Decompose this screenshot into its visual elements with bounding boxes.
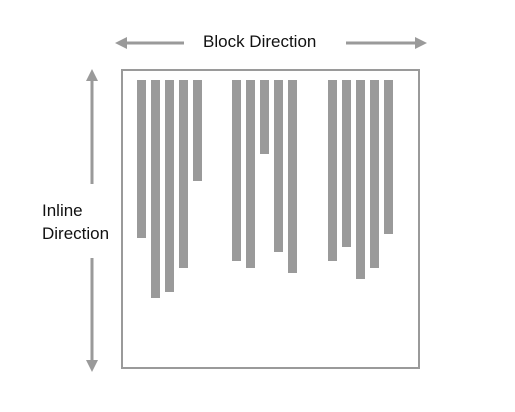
text-line-bar xyxy=(328,80,337,261)
text-line-bar xyxy=(179,80,188,268)
content-box-frame xyxy=(121,69,420,369)
text-column-group-3 xyxy=(328,80,393,279)
text-column-group-1 xyxy=(137,80,202,298)
text-line-bar xyxy=(356,80,365,279)
text-line-bar xyxy=(232,80,241,261)
inline-direction-label-line-2: Direction xyxy=(42,224,110,243)
text-line-bar xyxy=(288,80,297,273)
text-line-bar xyxy=(246,80,255,268)
text-line-bar xyxy=(151,80,160,298)
text-line-bar xyxy=(342,80,351,247)
block-direction-label: Block Direction xyxy=(203,32,317,51)
text-line-bar xyxy=(370,80,379,268)
text-column-group-2 xyxy=(232,80,297,273)
text-line-bar xyxy=(274,80,283,252)
text-line-bar xyxy=(165,80,174,292)
text-line-bar xyxy=(193,80,202,181)
inline-direction-label: Inline Direction xyxy=(42,199,109,245)
text-line-bar xyxy=(137,80,146,238)
inline-direction-label-line-1: Inline xyxy=(42,201,83,220)
text-line-bar xyxy=(260,80,269,154)
text-line-bar xyxy=(384,80,393,234)
